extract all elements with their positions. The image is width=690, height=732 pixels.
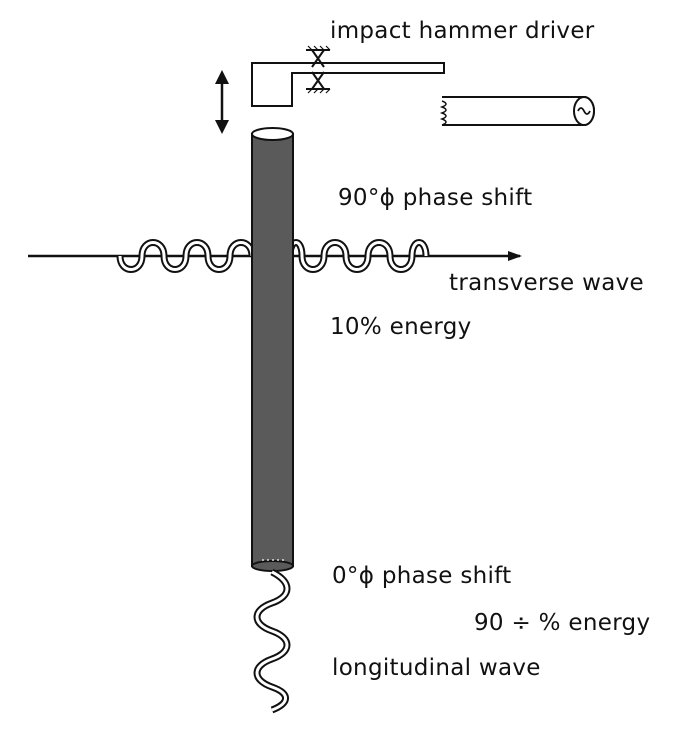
hammer-body <box>251 45 445 107</box>
vertical-motion-arrow <box>215 70 229 134</box>
transverse-wave-label: transverse wave <box>449 270 644 296</box>
longitudinal-wave-label: longitudinal wave <box>332 655 541 681</box>
energy-90-label: 90 ÷ % energy <box>474 610 651 636</box>
phase-shift-90-label: 90°ϕ phase shift <box>338 185 533 211</box>
hammer-label: impact hammer driver <box>330 18 595 44</box>
rod-top-face <box>251 127 294 141</box>
longitudinal-wave <box>253 568 291 714</box>
solenoid-driver <box>439 96 595 126</box>
energy-10-label: 10% energy <box>330 314 472 340</box>
phase-shift-0-label: 0°ϕ phase shift <box>332 563 512 589</box>
rod <box>251 127 294 572</box>
